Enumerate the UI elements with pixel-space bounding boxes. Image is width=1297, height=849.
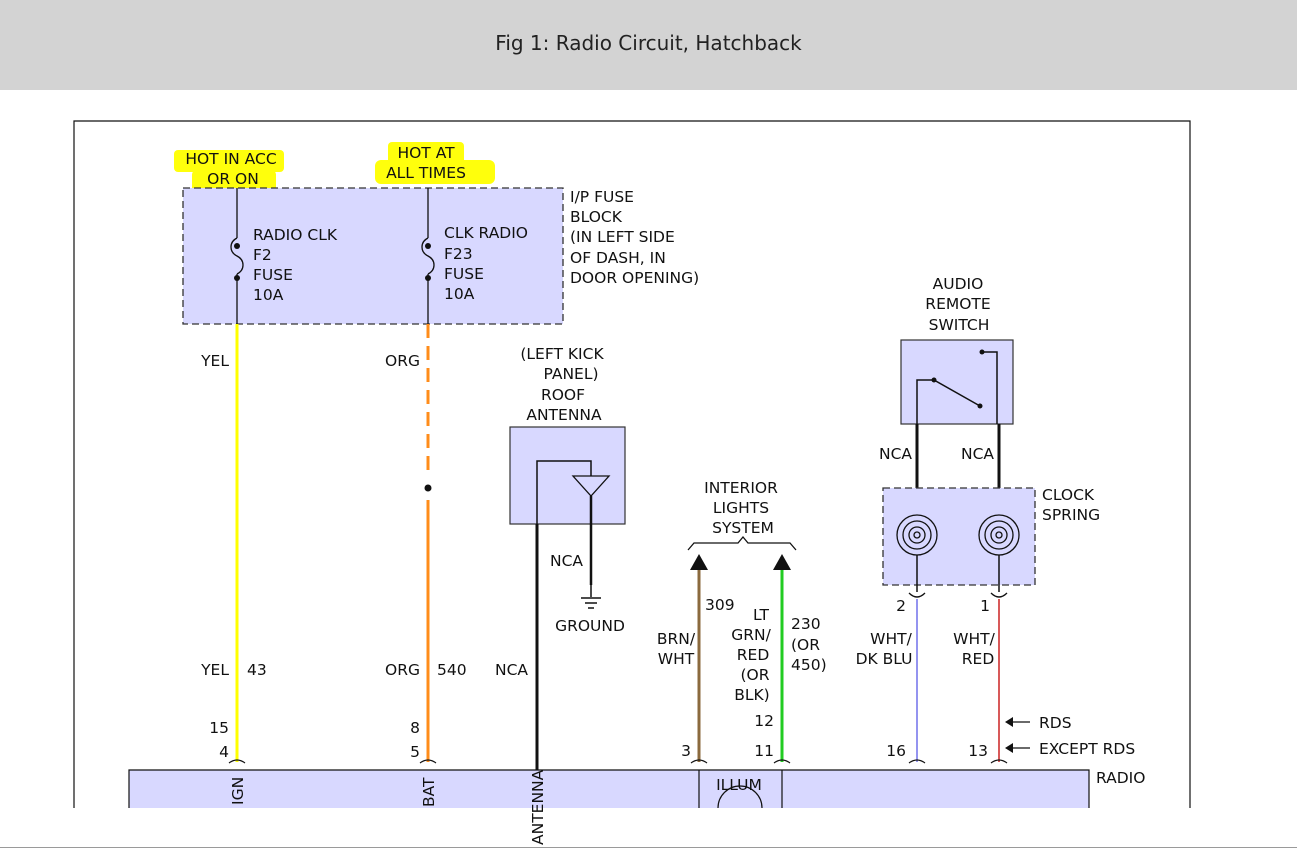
antenna-label-2: PANEL): [543, 365, 598, 383]
radio-label: RADIO: [1096, 769, 1145, 787]
page-title: Fig 1: Radio Circuit, Hatchback: [495, 31, 802, 55]
pin-3: 3: [681, 742, 691, 760]
grn-color-2: GRN/: [731, 626, 771, 644]
wire-yel-circuit: 43: [247, 661, 267, 679]
fuse-block-label-2: BLOCK: [570, 208, 623, 226]
fuse-block-label-1: I/P FUSE: [570, 188, 634, 206]
interior-lights-bracket: [687, 535, 797, 551]
rds-label: RDS: [1039, 714, 1072, 732]
grn-circuit-2: (OR: [791, 636, 820, 654]
antenna-nca: NCA: [550, 552, 583, 570]
lamp-icon: [717, 785, 763, 809]
audio-switch-label-2: REMOTE: [925, 295, 990, 313]
grn-color-3: RED: [737, 646, 770, 664]
wire-yel-top: YEL: [200, 352, 229, 370]
brn-circuit-number: 309: [705, 596, 735, 614]
radio-bat-label: BAT: [420, 777, 438, 807]
fuse-block-label-4: OF DASH, IN: [570, 249, 666, 267]
pin-16: 16: [886, 742, 906, 760]
antenna-label-1: (LEFT KICK: [520, 345, 604, 363]
audio-switch-nca-right: NCA: [961, 445, 994, 463]
brn-color-2: WHT: [658, 650, 695, 668]
roof-antenna-box: [509, 426, 626, 525]
interior-lights-label-2: LIGHTS: [713, 499, 769, 517]
wire-splice-dot: [424, 484, 432, 492]
hot-acc-line1: HOT IN ACC: [185, 150, 276, 168]
pin-11: 11: [754, 742, 774, 760]
pin-4: 4: [219, 743, 229, 761]
grn-color-1: LT: [753, 606, 770, 624]
arrow-left-icon: [1005, 743, 1030, 753]
arrow-up-icon: [773, 554, 791, 570]
grn-color-4: (OR: [740, 666, 769, 684]
grn-color-5: BLK): [734, 686, 769, 704]
except-rds-label: EXCEPT RDS: [1039, 740, 1135, 758]
wire-antenna-nca: NCA: [495, 661, 528, 679]
fuse-f2-label-4: 10A: [253, 286, 284, 304]
wire-yel-bottom: YEL: [200, 661, 229, 679]
grn-circuit-1: 230: [791, 615, 821, 633]
fuse-f2-label-1: RADIO CLK: [253, 226, 338, 244]
clock-spring-pin-2: 2: [896, 597, 906, 615]
wire-org-bottom: ORG: [385, 661, 420, 679]
fuse-f2-label-3: FUSE: [253, 266, 293, 284]
pin-12: 12: [754, 712, 774, 730]
fuse-block-label-5: DOOR OPENING): [570, 269, 699, 287]
clock-spring-box: [882, 487, 1036, 586]
page-divider: [0, 847, 1297, 848]
diagram-frame: [73, 120, 1191, 808]
radio-illum-label: ILLUM: [716, 776, 762, 794]
pin-5: 5: [410, 743, 420, 761]
pin-8: 8: [410, 719, 420, 737]
interior-lights-label-1: INTERIOR: [704, 479, 778, 497]
radio-antenna-label: ANTENNA: [529, 769, 547, 845]
wht-red-1: WHT/: [953, 630, 995, 648]
interior-lights-label-3: SYSTEM: [712, 519, 774, 537]
fuse-block-label-3: (IN LEFT SIDE: [570, 228, 675, 246]
wire-org-top: ORG: [385, 352, 420, 370]
radio-ign-label: IGN: [229, 777, 247, 805]
wht-red-2: RED: [962, 650, 995, 668]
antenna-icon: [536, 460, 592, 524]
audio-switch-label-1: AUDIO: [933, 275, 984, 293]
title-bar: [0, 0, 1297, 90]
fuse-f2-symbol: [230, 237, 244, 275]
hot-all-line1: HOT AT: [397, 144, 455, 162]
arrow-up-icon: [690, 554, 708, 570]
fuse-f23-label-1: CLK RADIO: [444, 224, 528, 242]
fuse-f23-label-2: F23: [444, 245, 473, 263]
wire-org-circuit: 540: [437, 661, 467, 679]
pin-15: 15: [209, 719, 229, 737]
fuse-f23-symbol: [421, 237, 435, 275]
clock-spring-label-1: CLOCK: [1042, 486, 1095, 504]
hot-acc-line2: OR ON: [207, 170, 259, 188]
wht-dk-blu-1: WHT/: [870, 630, 912, 648]
pin-13: 13: [968, 742, 988, 760]
clock-spring-pin-1: 1: [980, 597, 990, 615]
hot-all-line2: ALL TIMES: [386, 164, 466, 182]
audio-switch-label-3: SWITCH: [929, 316, 990, 334]
fuse-f2-label-2: F2: [253, 246, 272, 264]
ground-label: GROUND: [555, 617, 625, 635]
fuse-block: [182, 187, 564, 325]
radio-unit: [128, 769, 1090, 808]
audio-switch-nca-left: NCA: [879, 445, 912, 463]
audio-remote-switch-box: [900, 339, 1014, 425]
fuse-f23-label-4: 10A: [444, 285, 475, 303]
antenna-label-3: ROOF: [541, 386, 585, 404]
brn-color-1: BRN/: [657, 630, 696, 648]
ground-icon: [581, 585, 601, 609]
grn-circuit-3: 450): [791, 656, 827, 674]
wht-dk-blu-2: DK BLU: [856, 650, 913, 668]
fuse-f23-label-3: FUSE: [444, 265, 484, 283]
antenna-label-4: ANTENNA: [526, 406, 602, 424]
clock-spring-label-2: SPRING: [1042, 506, 1100, 524]
switch-icon: [916, 351, 998, 424]
arrow-left-icon: [1005, 717, 1030, 727]
